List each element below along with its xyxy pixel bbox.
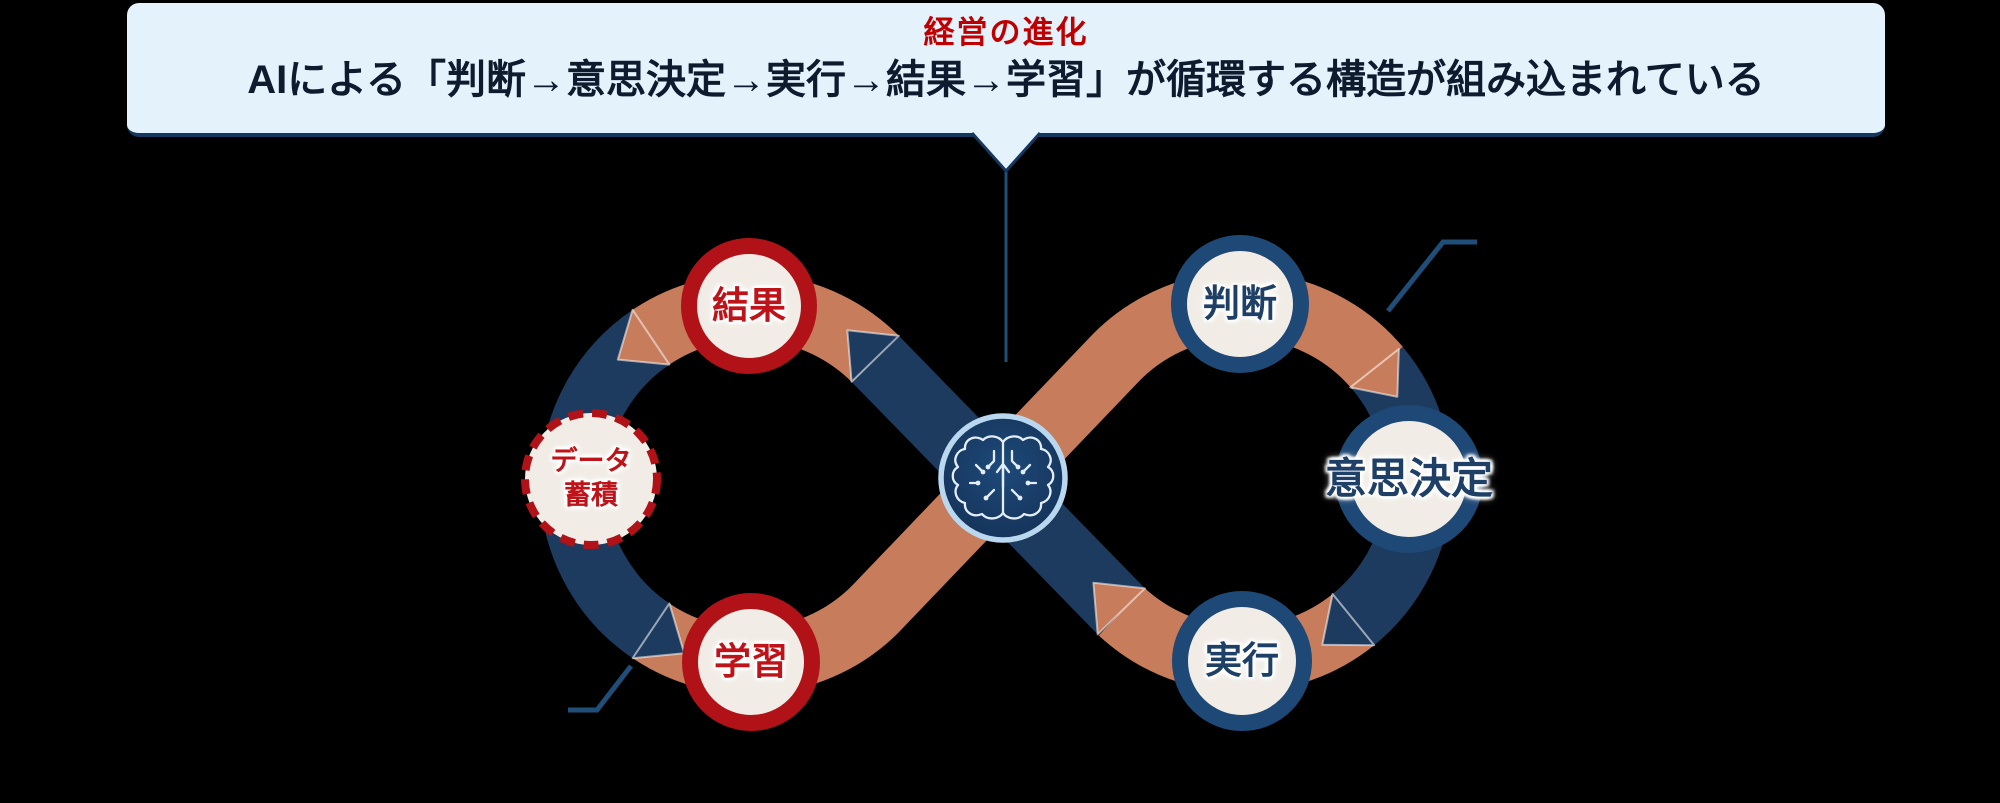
leader-line-bottom-left <box>568 664 633 713</box>
flow-arrowhead <box>1092 581 1146 636</box>
banner-subtitle: AIによる「判断→意思決定→実行→結果→学習」が循環する構造が組み込まれている <box>247 58 1765 102</box>
node-handan-label: 判断 <box>1203 283 1277 324</box>
node-jikkou-label: 実行 <box>1205 640 1279 681</box>
node-kekka-label: 結果 <box>712 285 786 326</box>
leader-line-top-right <box>1386 239 1477 313</box>
flow-arrowhead <box>1349 348 1400 398</box>
node-gakushu-label: 学習 <box>714 641 788 682</box>
band-segment-gakushu-to-handan <box>632 271 1403 695</box>
node-ishikettei-label: 意思決定 <box>1324 455 1493 502</box>
flow-arrowheads <box>616 308 1400 660</box>
band-segment-jikkou-to-kekka <box>851 335 1145 635</box>
banner-pointer-notch-outline <box>970 131 1042 174</box>
banner-title: 経営の進化 <box>923 15 1089 50</box>
brain-badge <box>938 413 1068 543</box>
callout-banner: 経営の進化 AIによる「判断→意思決定→実行→結果→学習」が循環する構造が組み込… <box>127 3 1885 137</box>
node-data-label-line2: 蓄積 <box>564 480 618 510</box>
node-data-label-line1: データ <box>550 446 632 476</box>
banner-pointer-notch <box>972 131 1040 172</box>
brain-circuit-icon <box>951 435 1055 520</box>
flow-arrowhead <box>846 329 900 383</box>
node-data-label: データ 蓄積 <box>481 444 701 512</box>
brain-circle <box>938 413 1068 543</box>
